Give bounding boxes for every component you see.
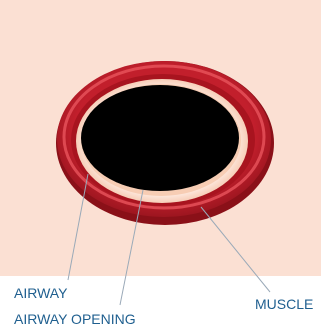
label-airway-opening: AIRWAY OPENING (14, 311, 136, 325)
label-airway: AIRWAY (14, 285, 67, 301)
label-muscle: MUSCLE (255, 296, 313, 312)
airway-opening (81, 85, 239, 191)
